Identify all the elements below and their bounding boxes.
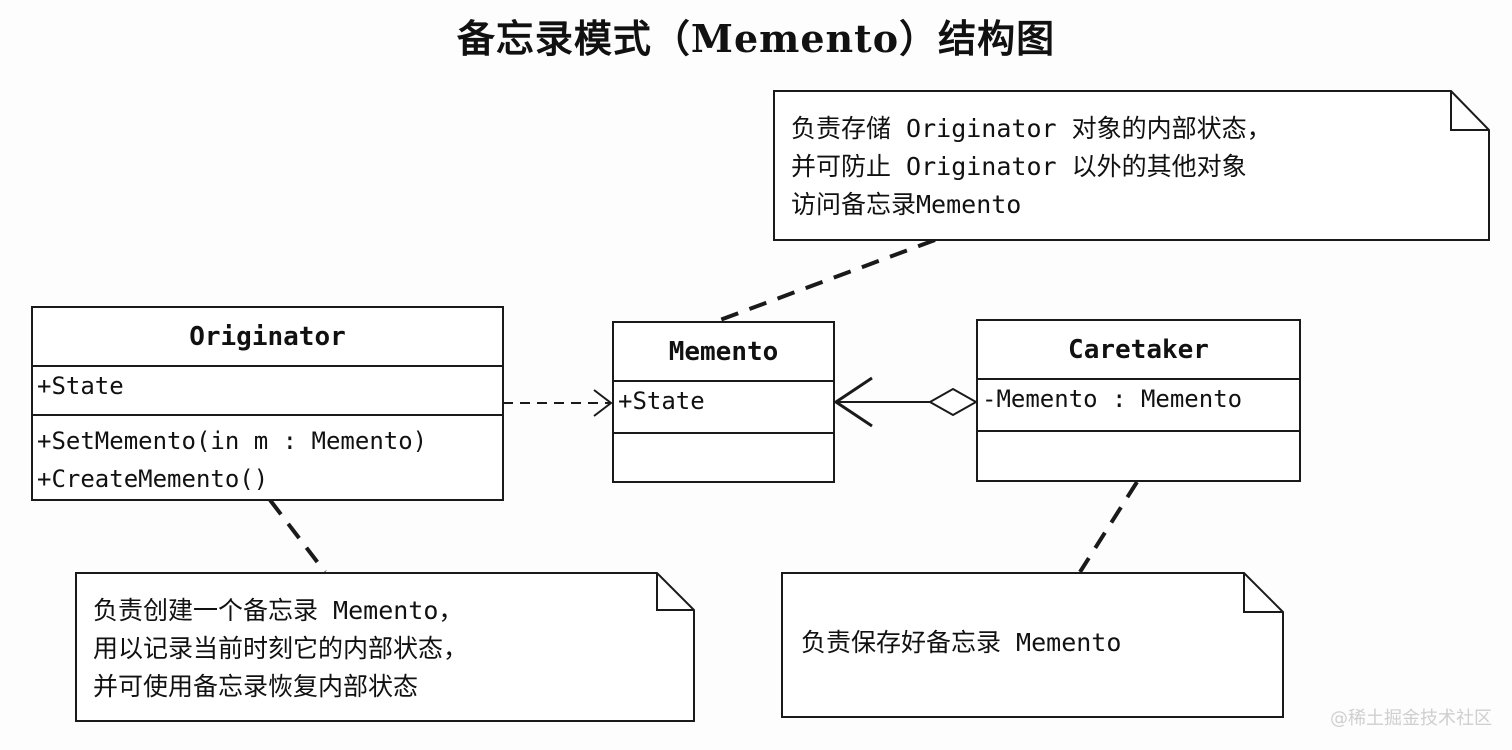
note-frame <box>781 572 1284 718</box>
diagram-title: 备忘录模式（Memento）结构图 <box>456 16 1056 61</box>
memento-note-anchor <box>719 238 936 322</box>
memento-attributes: +State <box>614 382 833 434</box>
originator-class-name: Originator <box>33 308 502 367</box>
memento-note: 负责存储 Originator 对象的内部状态， 并可防止 Originator… <box>773 90 1490 241</box>
originator-note-line-2: 用以记录当前时刻它的内部状态， <box>93 634 469 663</box>
note-frame <box>773 90 1490 241</box>
memento-note-line-2: 并可防止 Originator 以外的其他对象 <box>791 152 1247 181</box>
originator-note-anchor <box>268 498 327 574</box>
caretaker-note-anchor <box>1078 480 1139 574</box>
caretaker-class-name: Caretaker <box>978 321 1299 380</box>
originator-class: Originator +State +SetMemento(in m : Mem… <box>31 306 504 501</box>
memento-class: Memento +State <box>612 321 835 483</box>
caretaker-class: Caretaker -Memento : Memento <box>976 319 1301 482</box>
caretaker-attributes: -Memento : Memento <box>978 380 1299 432</box>
note-frame <box>75 572 695 722</box>
watermark: @稀土掘金技术社区 <box>1330 708 1492 729</box>
memento-note-line-1: 负责存储 Originator 对象的内部状态， <box>791 114 1272 143</box>
originator-note-line-1: 负责创建一个备忘录 Memento， <box>93 596 464 625</box>
originator-operations: +SetMemento(in m : Memento) +CreateMemen… <box>33 416 502 499</box>
originator-attribute-state: +State <box>37 372 124 400</box>
originator-operation-setmemento: +SetMemento(in m : Memento) <box>37 427 428 455</box>
caretaker-note: 负责保存好备忘录 Memento <box>781 572 1284 718</box>
aggregation-arrowhead <box>833 376 873 428</box>
originator-attributes: +State <box>33 367 502 416</box>
memento-operations <box>614 434 833 481</box>
memento-attribute-state: +State <box>618 387 705 415</box>
caretaker-attribute-memento: -Memento : Memento <box>982 385 1243 413</box>
originator-note: 负责创建一个备忘录 Memento， 用以记录当前时刻它的内部状态， 并可使用备… <box>75 572 695 722</box>
memento-class-name: Memento <box>614 323 833 382</box>
originator-note-line-3: 并可使用备忘录恢复内部状态 <box>93 672 419 701</box>
originator-operation-creatememento: +CreateMemento() <box>37 465 269 493</box>
aggregation-diamond <box>927 387 979 417</box>
dependency-arrowhead <box>593 389 613 417</box>
caretaker-operations <box>978 432 1299 480</box>
memento-note-line-3: 访问备忘录Memento <box>791 190 1022 219</box>
caretaker-note-line-1: 负责保存好备忘录 Memento <box>801 628 1122 657</box>
